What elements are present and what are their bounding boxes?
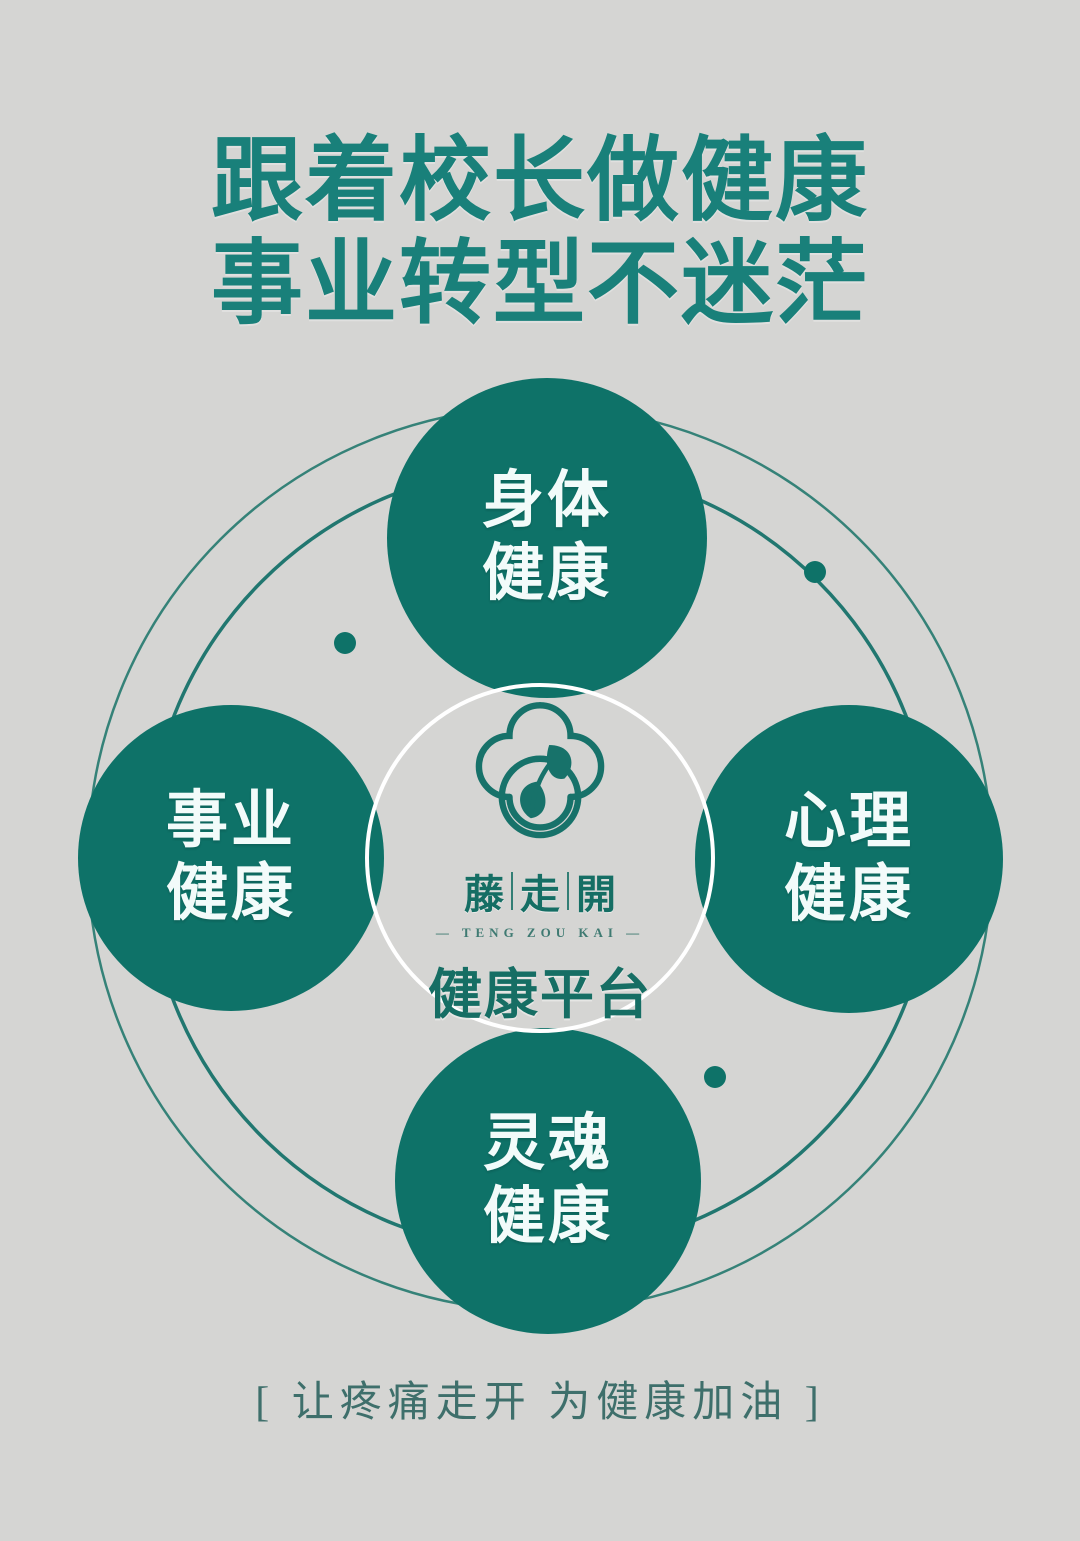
node-soul-line-2: 健康 [482, 1183, 613, 1251]
center-hub: 藤 走 開 — TENG ZOU KAI — 健康平台 [365, 683, 715, 1033]
health-wheel-diagram: 身体 健康 心理 健康 灵魂 健康 事业 健康 [40, 378, 1040, 1338]
node-physical-line-1: 身体 [481, 466, 612, 535]
node-career-line-1: 事业 [165, 786, 296, 855]
page-title: 跟着校长做健康 事业转型不迷茫 [0, 130, 1080, 336]
brand-wordmark: 藤 走 開 [457, 862, 623, 920]
brand-platform-label: 健康平台 [428, 965, 652, 1025]
brand-char-2: 走 [520, 872, 560, 917]
clover-leaf-logo-icon [475, 702, 605, 839]
node-physical-health[interactable]: 身体 健康 [387, 378, 707, 698]
headline-line-1: 跟着校长做健康 [210, 130, 869, 232]
footer-tagline: [ 让疼痛走开 为健康加油 ] [255, 1380, 825, 1426]
node-soul-health[interactable]: 灵魂 健康 [395, 1028, 701, 1334]
orbit-dot-upper-left [334, 632, 356, 654]
brand-romanization: — TENG ZOU KAI — [435, 925, 645, 940]
headline-line-2: 事业转型不迷茫 [210, 233, 869, 336]
node-mental-line-2: 健康 [783, 861, 914, 929]
orbit-dot-lower-right [704, 1066, 726, 1088]
orbit-dot-upper-right [804, 561, 826, 583]
brand-char-3: 開 [576, 872, 616, 917]
brand-divider-1 [511, 872, 513, 910]
brand-divider-2 [567, 872, 569, 910]
brand-char-1: 藤 [464, 872, 504, 917]
node-mental-line-1: 心理 [783, 787, 914, 856]
node-physical-line-2: 健康 [481, 540, 612, 608]
node-mental-health[interactable]: 心理 健康 [695, 705, 1003, 1013]
node-career-health[interactable]: 事业 健康 [78, 705, 384, 1011]
node-soul-line-1: 灵魂 [482, 1109, 613, 1178]
node-career-line-2: 健康 [165, 860, 296, 928]
